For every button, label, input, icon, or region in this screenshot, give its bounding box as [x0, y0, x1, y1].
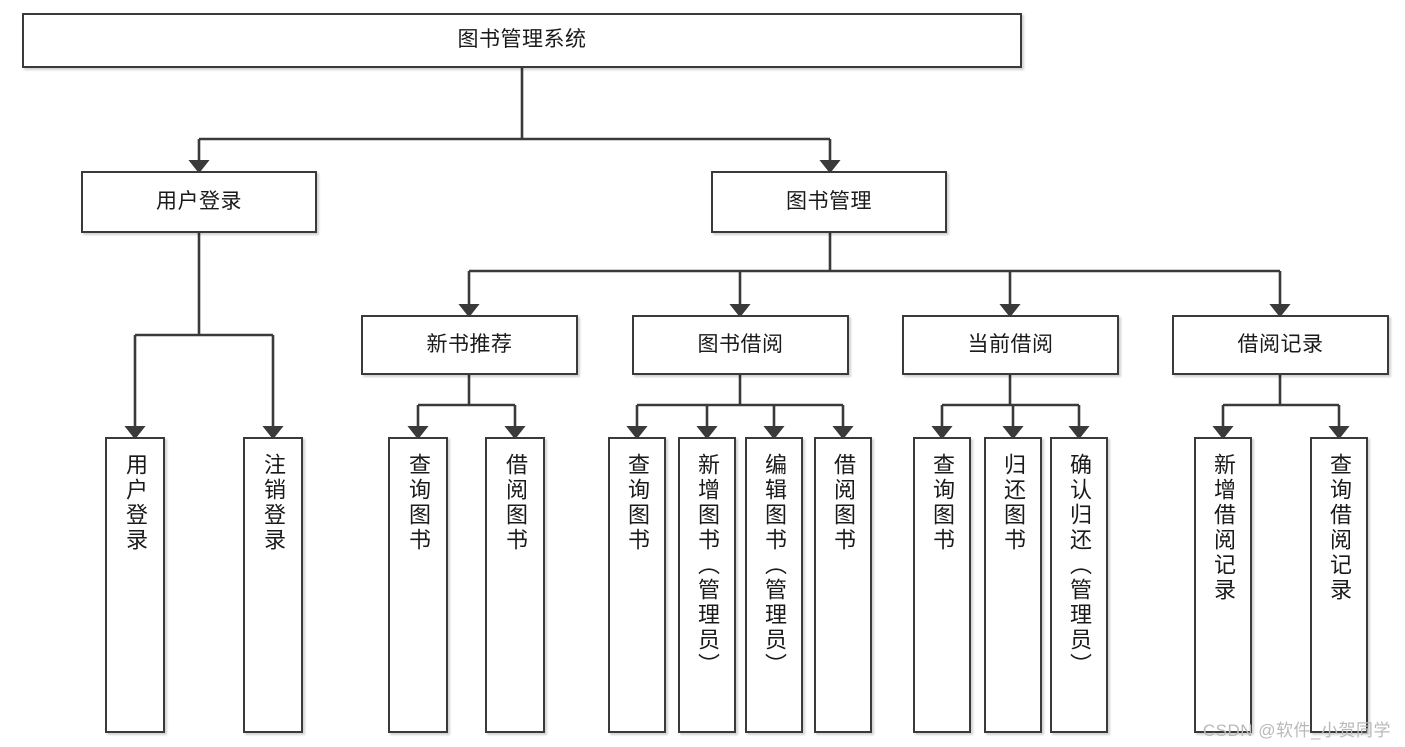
book-manage-to-level3-connectors	[458, 233, 1291, 318]
node-leaf-add-record[interactable]: 新增借阅记录	[1194, 437, 1252, 733]
node-leaf-query-book-1[interactable]: 查询图书	[388, 437, 448, 733]
node-leaf-confirm-return[interactable]: 确认归还（管理员）	[1050, 437, 1108, 733]
new-book-rec-to-leaves-connectors	[407, 375, 526, 440]
node-borrow-record-label: 借阅记录	[1237, 332, 1324, 356]
node-leaf-borrow-book-2-label: 借阅图书	[831, 453, 856, 553]
node-leaf-user-login[interactable]: 用户登录	[105, 437, 165, 733]
node-leaf-edit-book-label: 编辑图书（管理员）	[762, 453, 787, 678]
node-leaf-query-book-3-label: 查询图书	[930, 453, 955, 553]
node-borrow-record[interactable]: 借阅记录	[1172, 315, 1389, 375]
root-to-level2-connectors	[188, 68, 841, 174]
node-leaf-return-book[interactable]: 归还图书	[984, 437, 1042, 733]
node-leaf-return-book-label: 归还图书	[1001, 453, 1026, 553]
node-leaf-borrow-book-2[interactable]: 借阅图书	[814, 437, 872, 733]
node-leaf-borrow-book-1-label: 借阅图书	[503, 453, 528, 553]
node-leaf-query-record[interactable]: 查询借阅记录	[1310, 437, 1368, 733]
node-user-login-label: 用户登录	[156, 189, 242, 213]
node-leaf-query-record-label: 查询借阅记录	[1327, 453, 1352, 603]
node-current-borrow-label: 当前借阅	[967, 332, 1054, 356]
node-new-book-rec-label: 新书推荐	[426, 332, 513, 356]
node-leaf-query-book-3[interactable]: 查询图书	[913, 437, 971, 733]
node-leaf-edit-book[interactable]: 编辑图书（管理员）	[745, 437, 803, 733]
node-leaf-add-book-label: 新增图书（管理员）	[695, 453, 720, 678]
current-borrow-to-leaves-connectors	[931, 375, 1090, 440]
node-leaf-add-record-label: 新增借阅记录	[1211, 453, 1236, 603]
node-book-manage[interactable]: 图书管理	[711, 171, 947, 233]
node-current-borrow[interactable]: 当前借阅	[902, 315, 1119, 375]
user-login-to-leaves-connectors	[124, 233, 284, 440]
node-root[interactable]: 图书管理系统	[22, 13, 1022, 68]
node-leaf-logout[interactable]: 注销登录	[243, 437, 303, 733]
node-leaf-logout-label: 注销登录	[261, 453, 286, 553]
node-book-borrow-label: 图书借阅	[697, 332, 784, 356]
node-new-book-rec[interactable]: 新书推荐	[361, 315, 578, 375]
book-borrow-to-leaves-connectors	[626, 375, 854, 440]
node-book-manage-label: 图书管理	[786, 189, 872, 213]
node-leaf-borrow-book-1[interactable]: 借阅图书	[485, 437, 545, 733]
borrow-record-to-leaves-connectors	[1212, 375, 1350, 440]
node-leaf-user-login-label: 用户登录	[123, 453, 148, 553]
node-user-login[interactable]: 用户登录	[81, 171, 317, 233]
node-leaf-query-book-2[interactable]: 查询图书	[608, 437, 666, 733]
node-leaf-query-book-1-label: 查询图书	[406, 453, 431, 553]
node-root-label: 图书管理系统	[457, 28, 587, 52]
node-leaf-query-book-2-label: 查询图书	[625, 453, 650, 553]
node-book-borrow[interactable]: 图书借阅	[632, 315, 849, 375]
node-leaf-confirm-return-label: 确认归还（管理员）	[1067, 453, 1092, 678]
node-leaf-add-book[interactable]: 新增图书（管理员）	[678, 437, 736, 733]
